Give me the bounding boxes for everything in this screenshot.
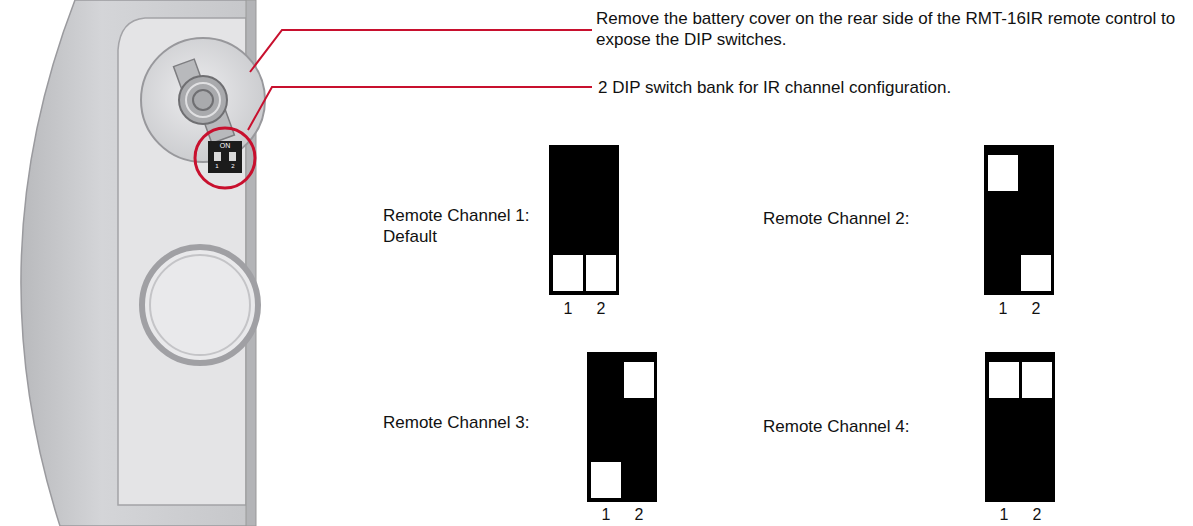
switch-number: 1 <box>993 299 1013 319</box>
switch-number: 2 <box>1027 505 1047 525</box>
battery-spring <box>179 76 227 124</box>
switch-on <box>1022 362 1052 398</box>
dip-switch <box>208 141 242 173</box>
dip-lever <box>214 152 221 161</box>
instruction-text: Remove the battery cover on the rear sid… <box>596 8 1193 51</box>
dip-lever <box>229 152 236 161</box>
leader-line <box>248 87 592 130</box>
switch-number: 1 <box>994 505 1014 525</box>
dip-diagram <box>985 352 1055 502</box>
battery-spring <box>186 83 220 117</box>
lower-ring <box>150 255 250 355</box>
switch-number: 2 <box>591 299 611 319</box>
switch-off <box>553 255 583 291</box>
switch-number: 2 <box>629 505 649 525</box>
switch-number: 1 <box>558 299 578 319</box>
channel-label: Remote Channel 2: <box>763 208 963 229</box>
leader-line <box>250 30 592 72</box>
dip-diagram <box>984 145 1054 295</box>
switch-number: 1 <box>596 505 616 525</box>
highlight-circle <box>195 128 255 188</box>
instruction-text: 2 DIP switch bank for IR channel configu… <box>598 77 1168 98</box>
switch-marking: 1 <box>212 163 222 169</box>
battery-spring <box>193 90 213 110</box>
channel-label: Remote Channel 4: <box>763 416 963 437</box>
dip-diagram <box>587 352 657 502</box>
switch-marking: 2 <box>228 163 238 169</box>
switch-on <box>988 155 1018 191</box>
switch-number: 2 <box>1026 299 1046 319</box>
battery-well <box>141 38 265 162</box>
switch-on <box>989 362 1019 398</box>
lower-ring <box>142 247 258 363</box>
channel-label: Remote Channel 1: Default <box>383 205 533 248</box>
switch-off <box>586 255 616 291</box>
switch-off <box>591 462 621 498</box>
switch-marking: ON <box>210 142 240 149</box>
switch-on <box>624 362 654 398</box>
dip-diagram <box>549 145 619 295</box>
switch-off <box>1021 255 1051 291</box>
channel-label: Remote Channel 3: <box>383 412 583 433</box>
